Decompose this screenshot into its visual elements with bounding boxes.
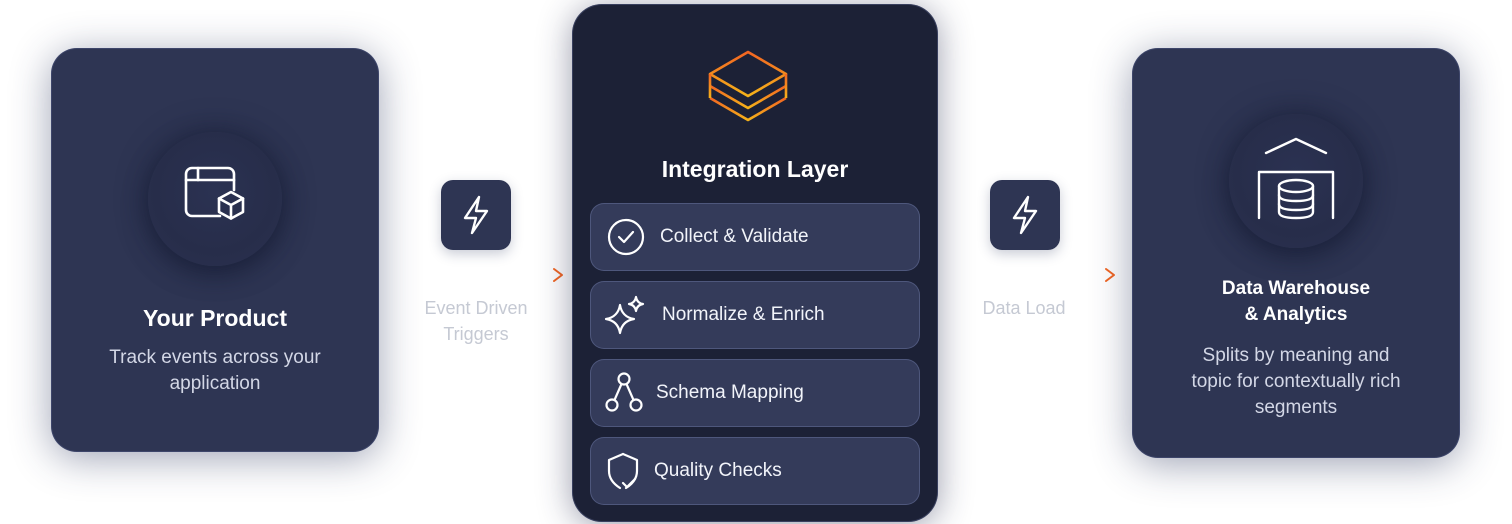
warehouse-database-icon	[1257, 137, 1335, 220]
step-label: Normalize & Enrich	[662, 304, 825, 325]
data-load-label: Data Load	[982, 298, 1066, 318]
step-schema-mapping: Schema Mapping	[590, 359, 920, 427]
step-label: Collect & Validate	[660, 226, 809, 247]
node-graph-icon	[605, 372, 643, 412]
stacked-layers-icon	[708, 50, 788, 122]
browser-window-with-cube-icon	[184, 166, 245, 220]
data-load-badge	[990, 180, 1060, 250]
destination-description-line: topic for contextually rich	[1191, 371, 1401, 392]
lightning-bolt-icon	[463, 195, 489, 235]
step-label: Quality Checks	[654, 460, 782, 481]
destination-icon-circle	[1229, 114, 1363, 248]
destination-title: Data Warehouse & Analytics	[1132, 276, 1460, 328]
destination-description: Splits by meaning and topic for contextu…	[1132, 343, 1460, 421]
step-quality-checks: Quality Checks	[590, 437, 920, 505]
source-card: Your Product Track events across your ap…	[51, 48, 379, 452]
shield-check-icon	[607, 452, 639, 490]
integration-title: Integration Layer	[661, 156, 849, 182]
destination-title-line: Data Warehouse	[1221, 278, 1371, 299]
source-icon-circle	[148, 132, 282, 266]
flow-arrow-right	[942, 268, 1115, 282]
destination-title-line: & Analytics	[1244, 304, 1348, 325]
destination-card: Data Warehouse & Analytics Splits by mea…	[1132, 48, 1460, 458]
step-collect-validate: Collect & Validate	[590, 203, 920, 271]
event-trigger-badge	[441, 180, 511, 250]
step-label: Schema Mapping	[656, 382, 804, 403]
integration-panel: Integration Layer Collect & Validate Nor…	[572, 4, 938, 522]
check-circle-icon	[607, 218, 645, 256]
event-trigger-label: Event Driven Triggers	[406, 295, 546, 347]
sparkles-icon	[604, 295, 645, 335]
event-trigger-label-line: Triggers	[443, 324, 509, 344]
source-description-line: Track events across your	[109, 347, 321, 368]
source-description-line: application	[169, 373, 261, 394]
destination-description-line: Splits by meaning and	[1202, 345, 1390, 366]
flow-arrow-left	[390, 268, 563, 282]
source-description: Track events across your application	[51, 345, 379, 397]
source-title: Your Product	[143, 305, 287, 331]
lightning-bolt-icon	[1012, 195, 1038, 235]
destination-description-line: segments	[1254, 397, 1338, 418]
step-normalize-enrich: Normalize & Enrich	[590, 281, 920, 349]
event-trigger-label-line: Event Driven	[424, 298, 528, 318]
